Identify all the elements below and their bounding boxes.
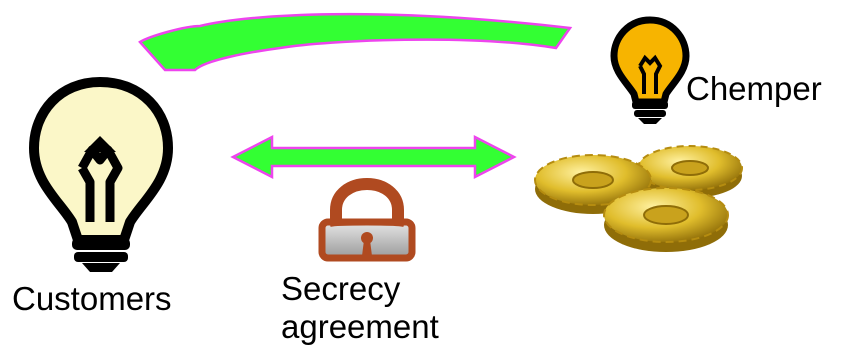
customers-label: Customers — [12, 280, 172, 317]
secrecy-label-line1: Secrecy — [281, 270, 401, 307]
secrecy-agreement-label: Secrecy agreement — [281, 270, 439, 346]
padlock-icon — [318, 177, 416, 262]
gear-back — [637, 145, 743, 198]
gears-icon — [534, 145, 743, 252]
customers-bulb-icon — [28, 76, 174, 272]
secrecy-label-line2: agreement — [281, 307, 439, 345]
chemper-label: Chemper — [686, 70, 822, 107]
exchange-double-arrow — [230, 134, 517, 180]
chemper-bulb-icon — [610, 16, 690, 124]
gear-front — [603, 187, 729, 252]
feedback-curved-arrow — [138, 12, 573, 72]
